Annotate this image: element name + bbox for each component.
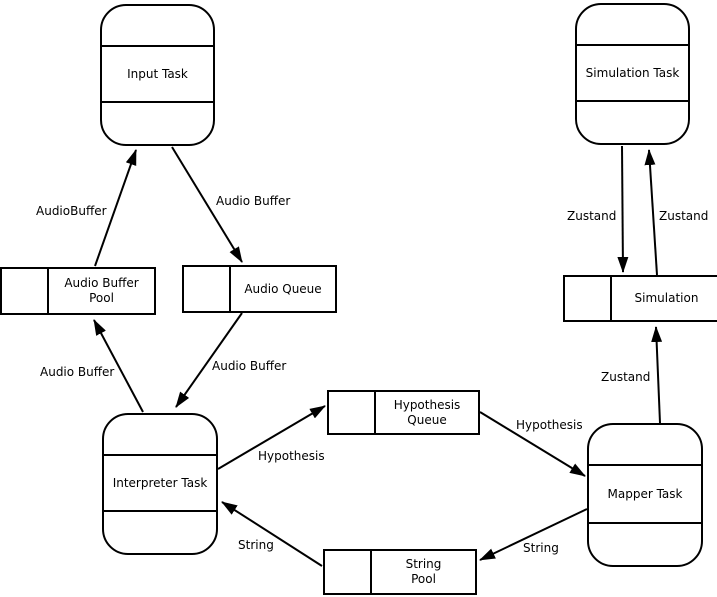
store-label: Audio Queue [231,267,335,311]
task-bottom-compartment [589,524,701,565]
edge-label: Zustand [601,370,651,384]
store-label-line: Simulation [634,291,699,305]
store-label: Audio Buffer Pool [49,269,154,313]
edge-simulation-to-simulation-task [644,149,658,276]
edge-label: Hypothesis [516,418,583,432]
edge-label: Audio Buffer [216,194,291,208]
task-label: Input Task [102,47,213,103]
edge-hypothesis-queue-to-mapper-task [479,411,586,477]
store-label-line: Audio Queue [244,281,322,296]
task-label: Mapper Task [589,466,701,524]
edge-label: Audio Buffer [212,359,287,373]
edge-label: Zustand [567,209,617,223]
store-label: Simulation [612,277,717,320]
node-hypothesis-queue: Hypothesis Queue [327,390,480,435]
node-input-task: Input Task [100,4,215,146]
edge-audio-queue-to-interpreter-task [175,312,243,408]
edge-input-task-to-audio-queue [171,146,243,263]
edge-label: Hypothesis [258,449,325,463]
edge-interpreter-task-to-audio-buffer-pool [93,319,144,413]
store-left-cell [184,267,231,311]
node-audio-buffer-pool: Audio Buffer Pool [0,267,156,315]
edge-label: Audio Buffer [40,365,115,379]
edge-label: Zustand [659,209,709,223]
node-simulation: Simulation [563,275,717,322]
store-label-line: String [405,557,442,571]
store-label: String Pool [372,551,475,593]
task-top-compartment [102,6,213,47]
store-left-cell [325,551,372,593]
store-label-line: Pool [411,572,436,586]
edge-interpreter-task-to-hypothesis-queue [217,405,326,470]
edge-mapper-task-to-string-pool [479,508,588,561]
task-label: Interpreter Task [104,456,216,512]
edge-label: AudioBuffer [36,204,107,218]
task-bottom-compartment [104,512,216,553]
node-simulation-task: Simulation Task [575,3,690,145]
task-bottom-compartment [577,102,688,143]
store-label-line: Pool [89,291,114,305]
store-left-cell [2,269,49,313]
store-label-line: Hypothesis [393,397,461,412]
task-label: Simulation Task [577,46,688,102]
edge-audio-buffer-pool-to-input-task [94,149,137,267]
task-bottom-compartment [102,103,213,144]
store-left-cell [565,277,612,320]
store-left-cell [329,392,376,433]
node-string-pool: String Pool [323,549,477,595]
edge-string-pool-to-interpreter-task [221,501,323,567]
store-label-line: Queue [407,412,447,427]
store-label-line: Audio Buffer [64,276,139,290]
task-top-compartment [104,415,216,456]
node-audio-queue: Audio Queue [182,265,337,313]
edge-label: String [523,541,559,555]
node-mapper-task: Mapper Task [587,423,703,567]
edge-simulation-task-to-simulation [617,145,629,273]
task-top-compartment [589,425,701,466]
store-label: Hypothesis Queue [376,392,478,433]
task-top-compartment [577,5,688,46]
node-interpreter-task: Interpreter Task [102,413,218,555]
edge-label: String [238,538,274,552]
edge-mapper-task-to-simulation [651,326,663,424]
